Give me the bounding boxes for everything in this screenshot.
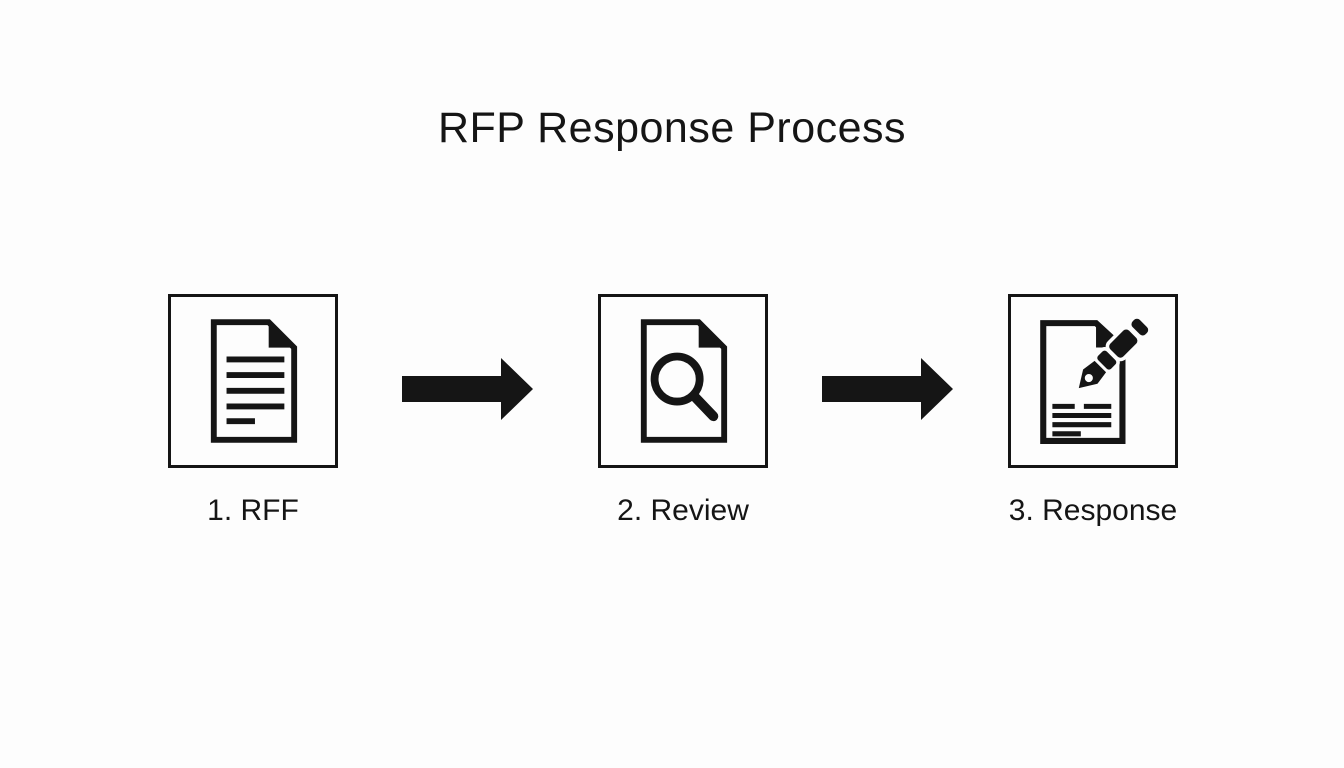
arrow-right-icon — [402, 358, 533, 420]
step-box-rfp — [168, 294, 338, 468]
arrow-right-icon — [822, 358, 953, 420]
step-label-review: 2. Review — [617, 494, 749, 527]
document-search-icon — [634, 318, 732, 444]
document-icon — [204, 318, 302, 444]
step-label-rfp: 1. RFF — [207, 494, 299, 527]
diagram-title: RFP Response Process — [437, 104, 907, 152]
step-box-response — [1008, 294, 1178, 468]
document-pen-icon — [1037, 315, 1149, 447]
step-box-review — [598, 294, 768, 468]
step-label-response: 3. Response — [1008, 494, 1178, 527]
